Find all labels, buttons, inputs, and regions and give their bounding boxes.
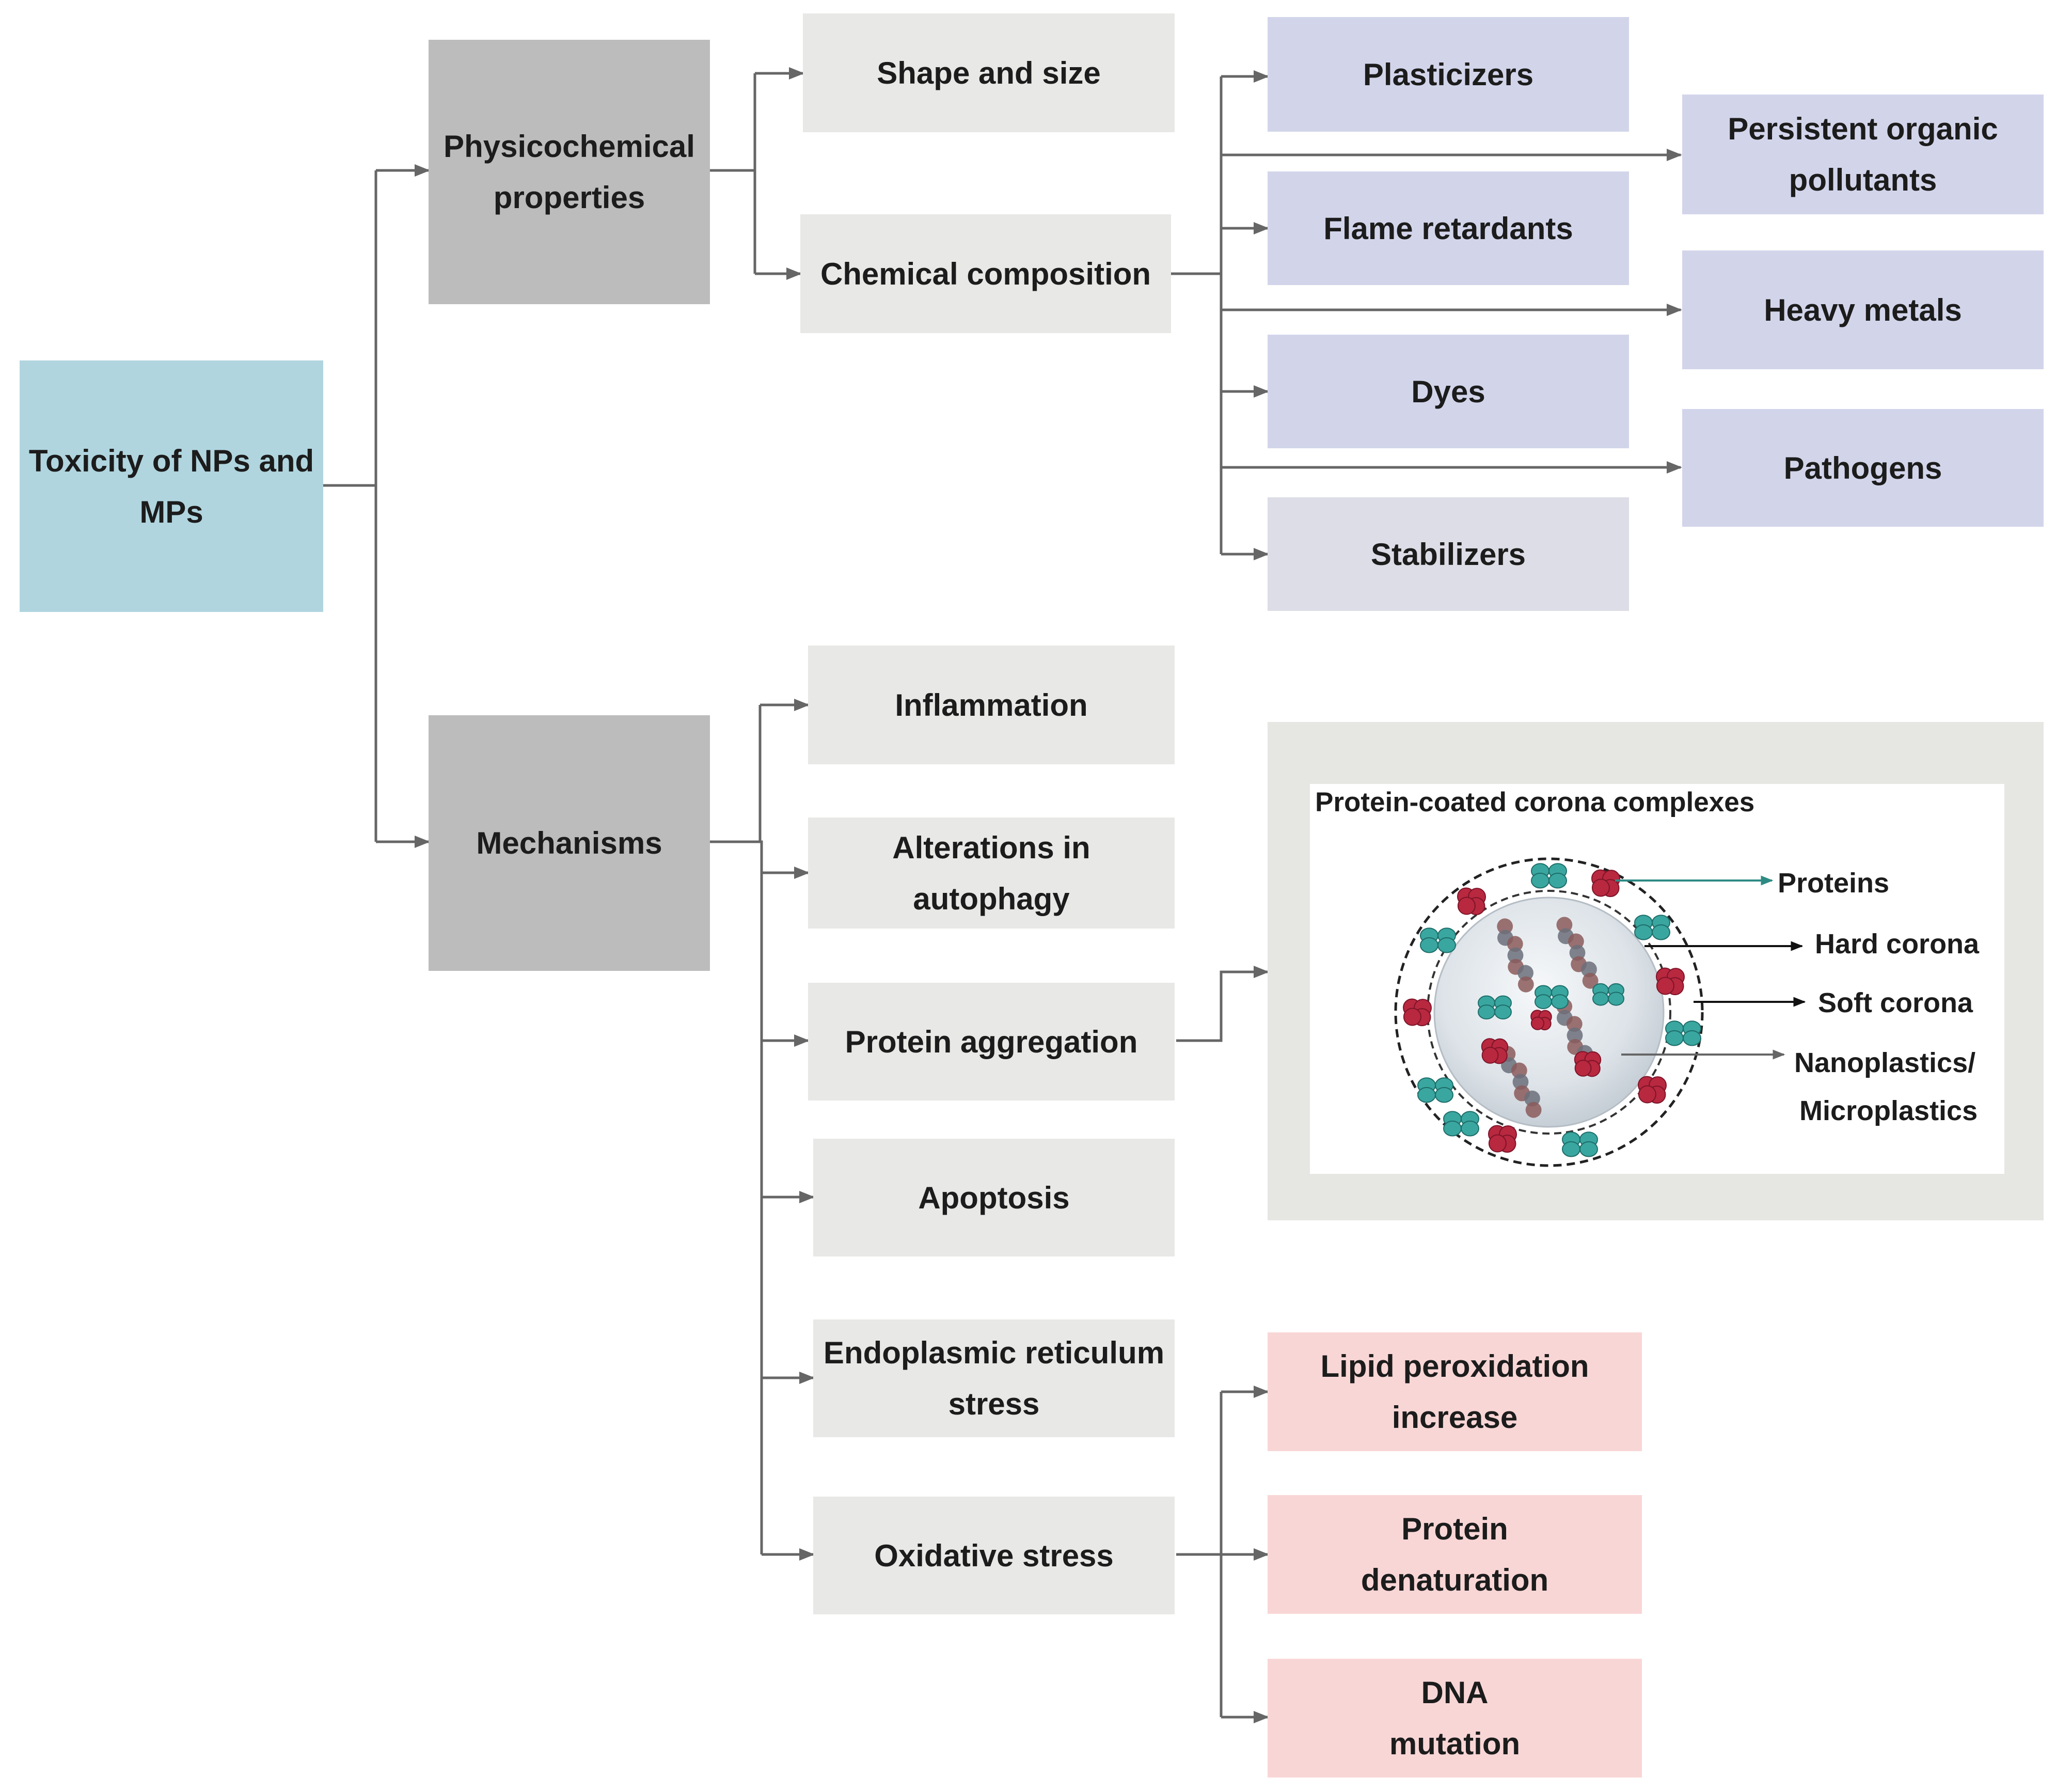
dyes-label: Dyes [1411,374,1485,409]
flame-retardants-box: Flame retardants [1268,171,1629,285]
protein-red [1488,1125,1517,1153]
protein-teal [1478,995,1512,1020]
protein-red [1530,1010,1552,1031]
plasticizers-box: Plasticizers [1268,17,1629,132]
protein-red [1403,998,1432,1027]
stabilizers-box: Stabilizers [1268,497,1629,611]
protein-denaturation-label: Protein denaturation [1361,1512,1549,1597]
mechanisms-label: Mechanisms [476,826,662,860]
protein-teal [1420,928,1456,953]
protein-denaturation-box: Protein denaturation [1268,1495,1642,1614]
microplastics-label: Microplastics [1799,1095,1978,1126]
inflammation-box: Inflammation [808,646,1175,764]
chemical-composition-label: Chemical composition [820,256,1151,291]
protein-red [1656,967,1685,996]
pathogens-label: Pathogens [1783,450,1942,485]
plasticizers-label: Plasticizers [1363,57,1534,92]
dna-mutation-box: DNA mutation [1268,1659,1642,1778]
lipid-peroxidation-label: Lipid peroxidation increase [1320,1349,1589,1435]
apoptosis-box: Apoptosis [813,1139,1175,1256]
protein-red [1481,1038,1509,1064]
protein-teal [1531,863,1567,889]
flame-retardants-label: Flame retardants [1323,211,1573,246]
root-label: Toxicity of NPs and MPs [28,443,314,529]
protein-particles [1403,863,1701,1157]
soft-corona-ring [1394,857,1704,1167]
autophagy-box: Alterations in autophagy [808,818,1175,929]
nanoplastics-label: Nanoplastics/ [1794,1047,1976,1078]
protein-aggregate [1497,918,1534,993]
protein-teal [1443,1111,1479,1137]
oxidative-stress-box: Oxidative stress [813,1497,1175,1614]
proteins-label: Proteins [1778,868,1890,899]
autophagy-label: Alterations in autophagy [892,830,1090,916]
protein-red [1574,1051,1602,1077]
oxidative-stress-label: Oxidative stress [874,1538,1114,1573]
protein-teal [1634,915,1670,940]
pops-box: Persistent organic pollutants [1682,95,2044,214]
lipid-peroxidation-box: Lipid peroxidation increase [1268,1332,1642,1451]
corona-title: Protein-coated corona complexes [1315,787,1755,818]
hard-corona-label: Hard corona [1815,929,1980,960]
physicochemical-box: Physicochemical properties [429,40,710,304]
pathogens-box: Pathogens [1682,409,2044,527]
connector-corona-inset [1176,966,1269,1042]
er-stress-box: Endoplasmic reticulum stress [813,1319,1175,1437]
shape-size-label: Shape and size [877,55,1101,90]
dna-mutation-label: DNA mutation [1389,1675,1521,1761]
inflammation-label: Inflammation [895,687,1088,722]
heavy-metals-label: Heavy metals [1764,292,1962,327]
root-toxicity-box: Toxicity of NPs and MPs [20,360,323,612]
chemical-composition-box: Chemical composition [800,214,1171,333]
protein-aggregate [1556,917,1599,989]
protein-teal [1535,985,1569,1010]
protein-red [1591,869,1620,898]
pops-label: Persistent organic pollutants [1728,112,1998,197]
dyes-box: Dyes [1268,335,1629,448]
protein-aggregation-box: Protein aggregation [808,983,1175,1101]
protein-teal [1562,1131,1598,1157]
physicochemical-label: Physicochemical properties [444,129,695,215]
shape-size-box: Shape and size [803,13,1175,132]
root-connector [323,170,377,842]
protein-teal [1417,1077,1453,1103]
protein-aggregation-label: Protein aggregation [845,1024,1138,1059]
er-stress-label: Endoplasmic reticulum stress [823,1335,1165,1421]
protein-teal [1665,1020,1701,1046]
stabilizers-label: Stabilizers [1370,537,1526,572]
protein-teal [1592,983,1624,1006]
apoptosis-label: Apoptosis [918,1180,1070,1215]
corona-illustration [1394,857,1704,1167]
mechanisms-box: Mechanisms [429,715,710,971]
protein-red [1638,1076,1667,1104]
soft-corona-label: Soft corona [1818,987,1973,1018]
heavy-metals-box: Heavy metals [1682,250,2044,369]
protein-red [1457,887,1486,916]
